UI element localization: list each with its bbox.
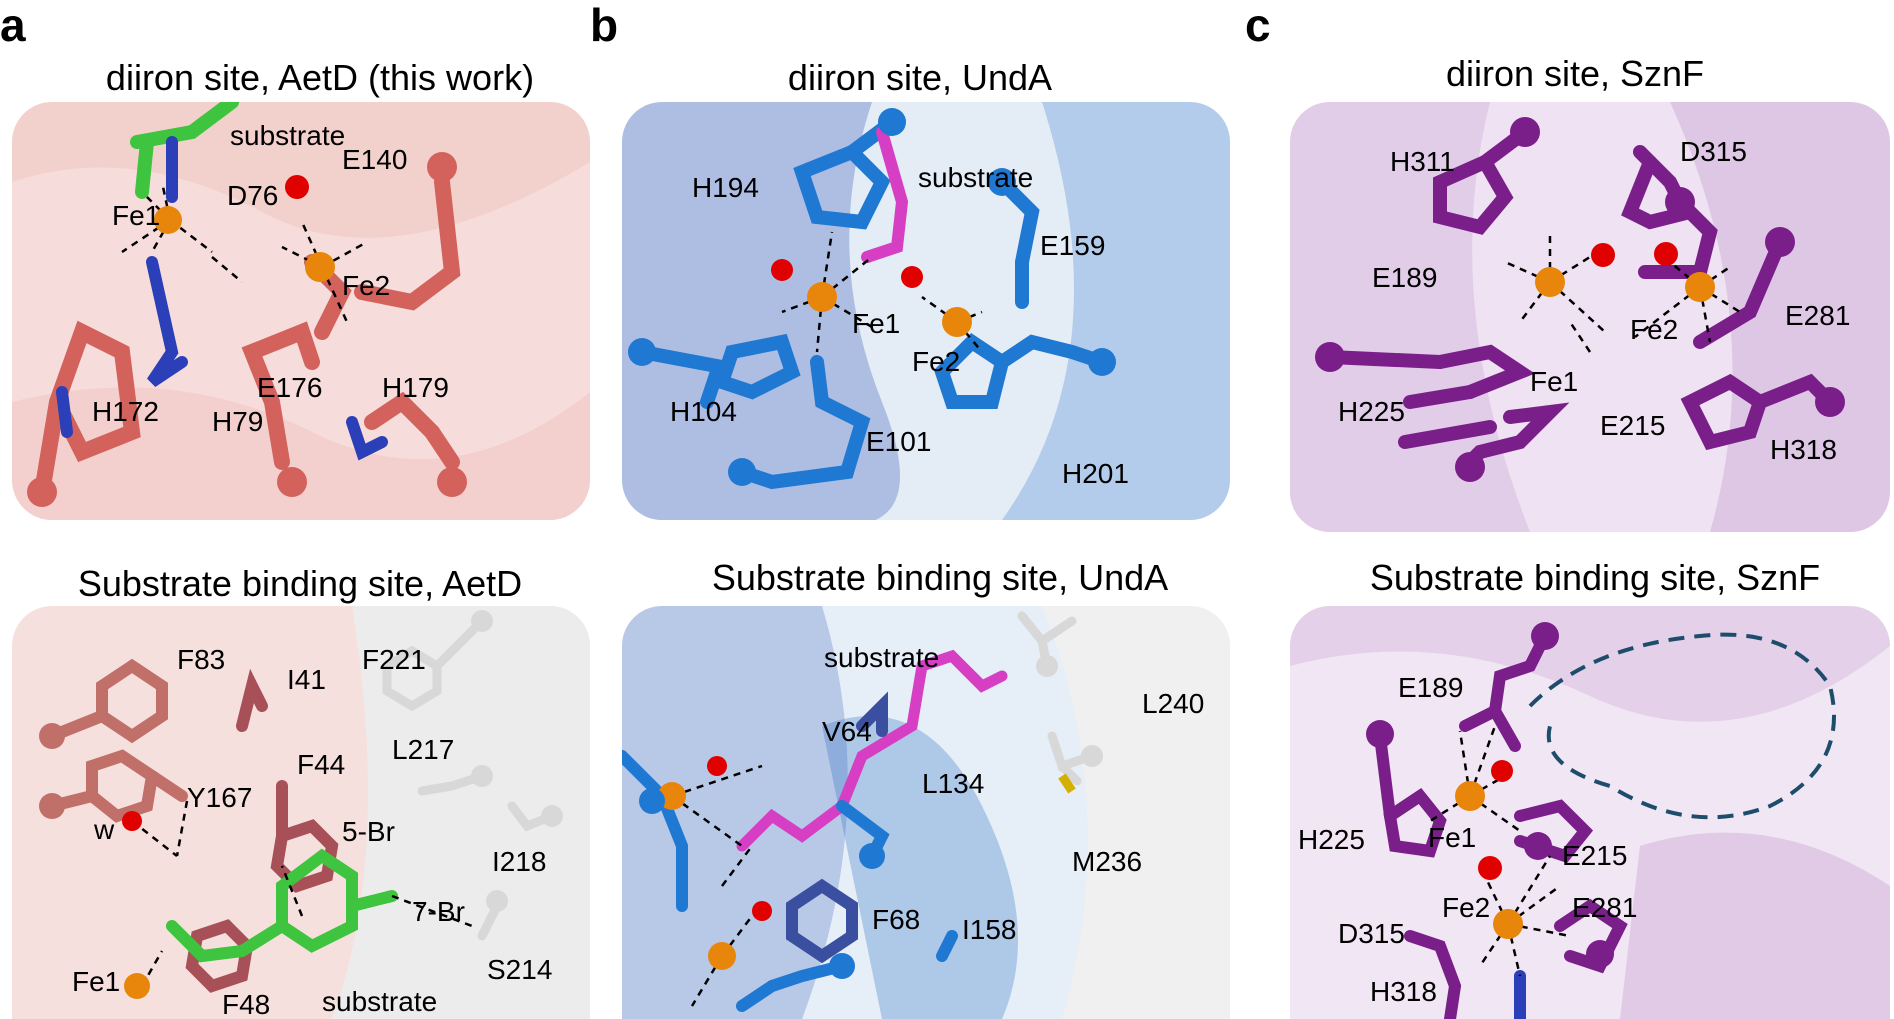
label-a-Fe1: Fe1 <box>112 200 161 231</box>
label-b-E159: E159 <box>1040 230 1106 261</box>
label-c-Fe1-bottom: Fe1 <box>1428 822 1477 853</box>
panel-letter-a: a <box>0 0 26 51</box>
label-a-5Br: 5-Br <box>342 816 395 847</box>
label-a-I41: I41 <box>287 664 326 695</box>
title-a-top: diiron site, AetD (this work) <box>105 57 535 98</box>
title-b-bottom: Substrate binding site, UndA <box>711 557 1169 598</box>
label-a-L217: L217 <box>392 734 455 765</box>
structure-a-substrate: F83 I41 F221 L217 F44 Y167 5-Br I218 w 7… <box>12 606 590 1019</box>
label-b-L240: L240 <box>1142 688 1205 719</box>
label-c-H318-bottom: H318 <box>1370 976 1437 1007</box>
label-a-w: w <box>94 814 115 845</box>
label-b-H104: H104 <box>670 396 737 427</box>
structure-a-diiron: substrate E140 D76 Fe1 Fe2 H172 H79 E176… <box>12 102 590 520</box>
structure-a-substrate-drawing <box>39 606 590 1019</box>
label-b-H201: H201 <box>1062 458 1129 489</box>
label-a-E140: E140 <box>342 144 408 175</box>
label-c-E281-bottom: E281 <box>1572 892 1638 923</box>
label-a-H172: H172 <box>92 396 159 427</box>
structure-b-substrate: substrate L240 V64 L134 M236 F68 I158 <box>622 606 1230 1019</box>
label-a-7Br: 7-Br <box>412 896 465 927</box>
label-b-I158: I158 <box>962 914 1017 945</box>
label-a-I218: I218 <box>492 846 547 877</box>
label-a-S214: S214 <box>487 954 553 985</box>
label-b-V64: V64 <box>822 716 872 747</box>
label-b-L134: L134 <box>922 768 985 799</box>
label-b-E101: E101 <box>866 426 932 457</box>
label-c-E281: E281 <box>1785 300 1851 331</box>
structure-a-diiron-drawing <box>12 102 590 520</box>
label-c-E215-bottom: E215 <box>1562 840 1628 871</box>
label-a-Fe2: Fe2 <box>342 270 391 301</box>
label-c-Fe2-bottom: Fe2 <box>1442 892 1491 923</box>
label-b-substrate: substrate <box>918 162 1034 193</box>
title-a-bottom: Substrate binding site, AetD <box>77 563 523 604</box>
label-a-F44: F44 <box>297 749 346 780</box>
label-b-H194: H194 <box>692 172 759 203</box>
label-a-E176: E176 <box>257 372 323 403</box>
label-b-F68: F68 <box>872 904 921 935</box>
structure-b-diiron-drawing <box>622 102 1230 520</box>
label-a-F48: F48 <box>222 989 271 1019</box>
title-c-top: diiron site, SznF <box>1445 53 1705 94</box>
label-a-Y167: Y167 <box>187 782 253 813</box>
label-a-H79: H79 <box>212 406 264 437</box>
label-c-H225-bottom: H225 <box>1298 824 1365 855</box>
title-b-top: diiron site, UndA <box>787 57 1053 98</box>
label-c-E215: E215 <box>1600 410 1666 441</box>
label-a-H179: H179 <box>382 372 449 403</box>
label-a-D76: D76 <box>227 180 279 211</box>
label-c-Fe1: Fe1 <box>1530 366 1579 397</box>
structure-c-substrate: E189 H225 Fe1 E215 Fe2 E281 D315 H318 <box>1290 606 1890 1019</box>
label-a-F221: F221 <box>362 644 426 675</box>
label-c-H225: H225 <box>1338 396 1405 427</box>
label-c-E189: E189 <box>1372 262 1438 293</box>
label-b-Fe1: Fe1 <box>852 308 901 339</box>
label-c-D315-bottom: D315 <box>1338 918 1405 949</box>
structure-c-diiron: H311 D315 E189 Fe2 E281 Fe1 H225 E215 H3… <box>1290 102 1890 532</box>
panel-letter-c: c <box>1245 0 1271 51</box>
label-c-H318: H318 <box>1770 434 1837 465</box>
panel-letter-b: b <box>590 0 619 51</box>
label-c-D315: D315 <box>1680 136 1747 167</box>
structure-b-substrate-drawing <box>622 606 1230 1019</box>
label-a-substrate-bottom: substrate <box>322 986 438 1017</box>
label-b-M236: M236 <box>1072 846 1143 877</box>
label-a-F83: F83 <box>177 644 226 675</box>
structure-b-diiron: substrate H194 E159 Fe1 Fe2 H104 E101 H2… <box>622 102 1230 520</box>
label-a-substrate: substrate <box>230 120 346 151</box>
label-c-H311: H311 <box>1390 146 1455 177</box>
label-b-substrate-bottom: substrate <box>824 642 940 673</box>
structure-c-diiron-drawing <box>1290 102 1890 532</box>
label-a-Fe1-bottom: Fe1 <box>72 966 121 997</box>
label-b-Fe2: Fe2 <box>912 346 961 377</box>
label-c-E189-bottom: E189 <box>1398 672 1464 703</box>
title-c-bottom: Substrate binding site, SznF <box>1369 557 1821 598</box>
structure-c-substrate-drawing <box>1290 606 1890 1019</box>
label-c-Fe2: Fe2 <box>1630 314 1679 345</box>
